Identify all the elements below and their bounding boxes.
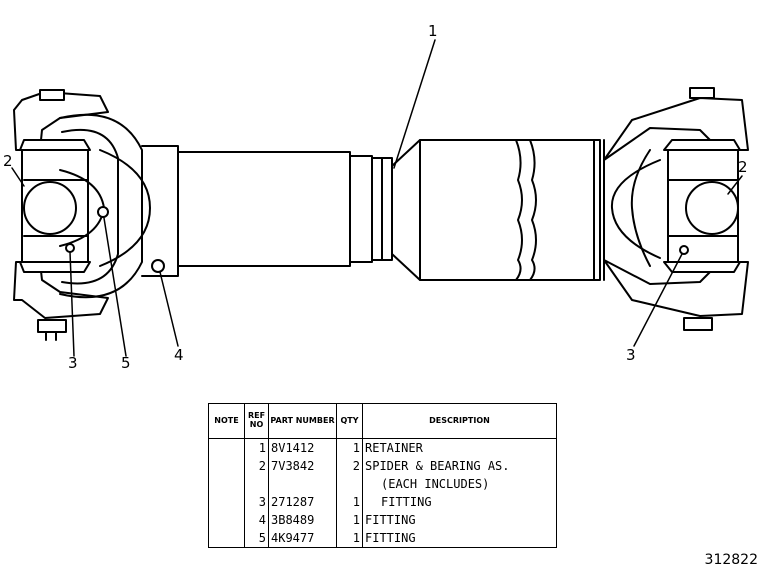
ref-cell: 2 <box>244 457 269 475</box>
table-header-row: NOTE REF NO PART NUMBER QTY DESCRIPTION <box>208 403 557 439</box>
header-description: DESCRIPTION <box>362 403 557 439</box>
table-row: 5 4K9477 1 FITTING <box>208 529 557 548</box>
note-cell <box>208 438 245 457</box>
callout-3-right: 3 <box>626 346 636 364</box>
callout-5: 5 <box>121 354 131 372</box>
desc-cell: (EACH INCLUDES) <box>362 475 557 493</box>
ref-cell: 5 <box>244 529 269 548</box>
desc-cell: SPIDER & BEARING AS. <box>362 457 557 475</box>
qty-cell <box>336 475 363 493</box>
figure-number: 312822 <box>704 552 758 568</box>
desc-cell: RETAINER <box>362 438 557 457</box>
table-row: (EACH INCLUDES) <box>208 475 557 493</box>
table-row: 1 8V1412 1 RETAINER <box>208 438 557 457</box>
right-yoke <box>603 87 749 331</box>
header-qty: QTY <box>336 403 363 439</box>
qty-cell: 2 <box>336 457 363 475</box>
part-cell: 7V3842 <box>268 457 337 475</box>
note-cell <box>208 493 245 511</box>
ref-cell: 3 <box>244 493 269 511</box>
ref-cell: 1 <box>244 438 269 457</box>
header-note: NOTE <box>208 403 245 439</box>
table-row: 4 3B8489 1 FITTING <box>208 511 557 529</box>
desc-cell: FITTING <box>362 511 557 529</box>
parts-table: NOTE REF NO PART NUMBER QTY DESCRIPTION … <box>208 403 557 548</box>
qty-cell: 1 <box>336 438 363 457</box>
note-cell <box>208 529 245 548</box>
header-ref-no: REF NO <box>244 403 269 439</box>
note-cell <box>208 457 245 475</box>
table-row: 2 7V3842 2 SPIDER & BEARING AS. <box>208 457 557 475</box>
desc-cell: FITTING <box>362 493 557 511</box>
callout-4: 4 <box>174 346 184 364</box>
left-yoke <box>13 89 151 341</box>
ref-cell: 4 <box>244 511 269 529</box>
note-cell <box>208 475 245 493</box>
note-cell <box>208 511 245 529</box>
callout-2-right: 2 <box>738 158 748 176</box>
qty-cell: 1 <box>336 529 363 548</box>
left-tube <box>141 145 393 277</box>
part-cell: 3B8489 <box>268 511 337 529</box>
leader-lines <box>11 39 743 357</box>
ref-cell <box>244 475 269 493</box>
center-tube <box>391 139 605 281</box>
qty-cell: 1 <box>336 511 363 529</box>
desc-cell: FITTING <box>362 529 557 548</box>
callout-1: 1 <box>428 22 438 40</box>
part-cell: 271287 <box>268 493 337 511</box>
qty-cell: 1 <box>336 493 363 511</box>
callout-2-left: 2 <box>3 152 13 170</box>
callout-3-left: 3 <box>68 354 78 372</box>
part-cell <box>268 475 337 493</box>
table-row: 3 271287 1 FITTING <box>208 493 557 511</box>
part-cell: 8V1412 <box>268 438 337 457</box>
part-cell: 4K9477 <box>268 529 337 548</box>
header-part-number: PART NUMBER <box>268 403 337 439</box>
